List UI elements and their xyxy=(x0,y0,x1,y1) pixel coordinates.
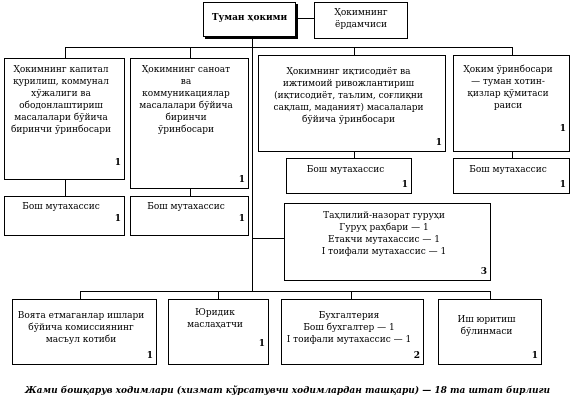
control-group-box: Таҳлилий-назорат гуруҳи Гуруҳ раҳбари — … xyxy=(284,203,491,281)
head-title: Туман ҳокими xyxy=(211,13,288,23)
spec-industry-count: 1 xyxy=(238,214,245,224)
deputy-economy-title: Ҳокимнинг иқтисодиёт ва ижтимоий ривожла… xyxy=(273,67,424,125)
connector-deputy-industry xyxy=(190,47,191,58)
legal-box: Юридик маслаҳатчи 1 xyxy=(168,299,269,365)
deputy-industry-count: 1 xyxy=(238,175,245,185)
deputy-women-box: Ҳоким ўринбосари — туман хотин- қизлар қ… xyxy=(453,55,570,152)
office-count: 1 xyxy=(531,351,538,361)
spec-industry-box: Бош мутахассис 1 xyxy=(130,196,249,236)
accounting-count: 2 xyxy=(413,351,420,361)
spec-economy-count: 1 xyxy=(401,180,408,190)
office-title: Иш юритиш бўлинмаси xyxy=(457,315,516,337)
connector-head-assistant xyxy=(296,18,314,19)
connector-commission xyxy=(80,291,81,299)
spec-women-count: 1 xyxy=(559,180,566,190)
staff-total-caption: Жами бошқарув ходимлари (хизмат кўрсатув… xyxy=(24,386,551,396)
deputy-women-count: 1 xyxy=(559,124,566,134)
connector-legal xyxy=(218,291,219,299)
head-box: Туман ҳокими xyxy=(203,2,296,37)
office-box: Иш юритиш бўлинмаси 1 xyxy=(438,299,542,365)
spec-capital-title: Бош мутахассис xyxy=(22,202,100,212)
assistant-title: Ҳокимнинг ёрдамчиси xyxy=(334,8,388,30)
legal-title: Юридик маслаҳатчи xyxy=(187,308,243,330)
spec-economy-title: Бош мутахассис xyxy=(306,165,385,175)
connector-office xyxy=(490,291,491,299)
connector-deputies-bus xyxy=(65,47,512,48)
deputy-industry-box: Ҳокимнинг саноат ва коммуникациялар маса… xyxy=(130,58,249,189)
control-group-title: Таҳлилий-назорат гуруҳи Гуруҳ раҳбари — … xyxy=(321,211,447,257)
connector-bottom-bus xyxy=(80,291,490,292)
commission-title: Воята етмаганлар ишлари бўйича комиссиян… xyxy=(17,311,145,345)
accounting-title: Бухгалтерия Бош бухгалтер — 1 I тоифали … xyxy=(286,311,412,345)
commission-count: 1 xyxy=(146,351,153,361)
connector-economy-spec xyxy=(354,152,355,158)
connector-control-group xyxy=(252,238,284,239)
connector-accounting xyxy=(351,291,352,299)
connector-industry-spec xyxy=(190,189,191,196)
accounting-box: Бухгалтерия Бош бухгалтер — 1 I тоифали … xyxy=(281,299,424,365)
deputy-capital-count: 1 xyxy=(114,158,121,168)
deputy-economy-count: 1 xyxy=(435,138,442,148)
spec-capital-box: Бош мутахассис 1 xyxy=(4,196,125,236)
commission-box: Воята етмаганлар ишлари бўйича комиссиян… xyxy=(12,299,157,365)
spec-women-title: Бош мутахассис xyxy=(469,165,547,175)
spec-women-box: Бош мутахассис 1 xyxy=(453,158,570,194)
connector-women-spec xyxy=(512,152,513,158)
legal-count: 1 xyxy=(258,339,265,349)
assistant-box: Ҳокимнинг ёрдамчиси xyxy=(314,2,408,39)
spec-industry-title: Бош мутахассис xyxy=(147,202,225,212)
deputy-capital-box: Ҳокимнинг капитал қурилиш, коммунал хўжа… xyxy=(4,58,125,180)
connector-deputy-economy xyxy=(354,47,355,55)
control-group-count: 3 xyxy=(480,267,487,277)
connector-deputy-women xyxy=(512,47,513,55)
spec-economy-box: Бош мутахассис 1 xyxy=(286,158,412,194)
deputy-capital-title: Ҳокимнинг капитал қурилиш, коммунал хўжа… xyxy=(10,65,112,135)
connector-head-down xyxy=(252,37,253,292)
deputy-women-title: Ҳоким ўринбосари — туман хотин- қизлар қ… xyxy=(463,65,553,111)
connector-capital-spec xyxy=(65,180,66,196)
connector-deputy-capital xyxy=(65,47,66,58)
deputy-industry-title: Ҳокимнинг саноат ва коммуникациялар маса… xyxy=(139,65,233,135)
spec-capital-count: 1 xyxy=(114,214,121,224)
deputy-economy-box: Ҳокимнинг иқтисодиёт ва ижтимоий ривожла… xyxy=(258,55,446,152)
